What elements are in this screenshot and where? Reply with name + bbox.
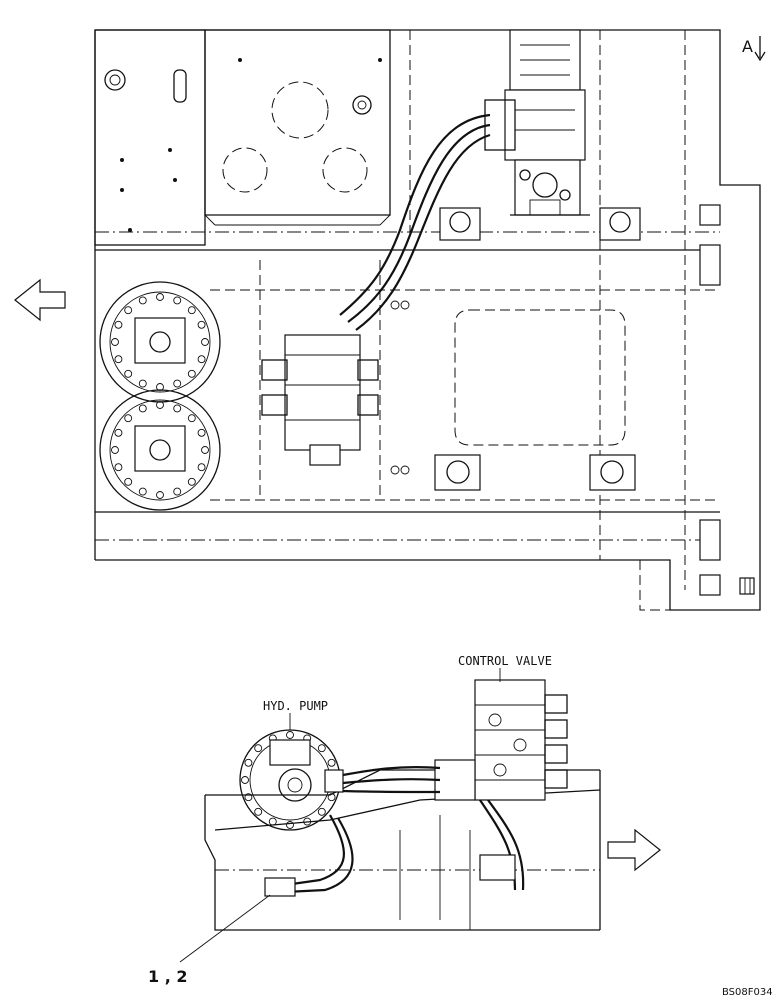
bolt [286,821,294,829]
bolt [111,446,119,454]
callout-leader [179,894,271,963]
bolt [138,296,147,305]
view-marker-label: A [742,37,753,56]
bolt [156,383,164,391]
bolt [201,446,209,454]
bolt [138,404,147,413]
bolt [197,320,206,329]
bolt [187,414,196,423]
bolt [114,463,123,472]
hoses-top [339,113,491,331]
bolt [187,477,196,486]
bolt [201,338,209,346]
swing-motor-lower [99,389,221,511]
pump-assembly-top [484,29,590,216]
bolt [173,379,182,388]
bolt [124,369,133,378]
bolt [187,306,196,315]
bolt [156,401,164,409]
bolt [124,306,133,315]
bolt [114,355,123,364]
hoses-side [264,765,525,897]
bolt [124,414,133,423]
bolt [138,487,147,496]
bolt [111,338,119,346]
callout-label: 1 , 2 [148,967,187,986]
bolt [114,320,123,329]
bolt [241,776,249,784]
bolt [244,758,253,767]
left-direction-arrow [14,278,66,322]
figure-code: BS08F034 [722,987,773,998]
bolt [173,487,182,496]
control-valve-top [261,334,379,466]
bolt [254,807,263,816]
left-box [94,29,206,246]
bolt [268,817,277,826]
bolt [197,428,206,437]
bolt [286,731,294,739]
right-direction-arrow [607,828,661,872]
tank-box [204,29,391,226]
bolt [156,491,164,499]
control-valve-label: CONTROL VALVE [458,654,552,668]
bolt [327,758,336,767]
bolt [197,463,206,472]
swing-motor-upper [99,281,221,403]
hydraulic-pump [239,729,344,831]
control-valve-side [434,679,568,801]
top-view-frame [94,29,761,611]
bolt [156,293,164,301]
bolt [317,807,326,816]
bolt [317,744,326,753]
bolt [197,355,206,364]
center-frame-window [390,207,641,491]
bolt [114,428,123,437]
bolt [173,404,182,413]
hyd-pump-label: HYD. PUMP [263,699,328,713]
bolt [244,793,253,802]
bolt [187,369,196,378]
bolt [124,477,133,486]
bolt [138,379,147,388]
view-marker: A [742,36,766,62]
bolt [254,744,263,753]
bolt [173,296,182,305]
